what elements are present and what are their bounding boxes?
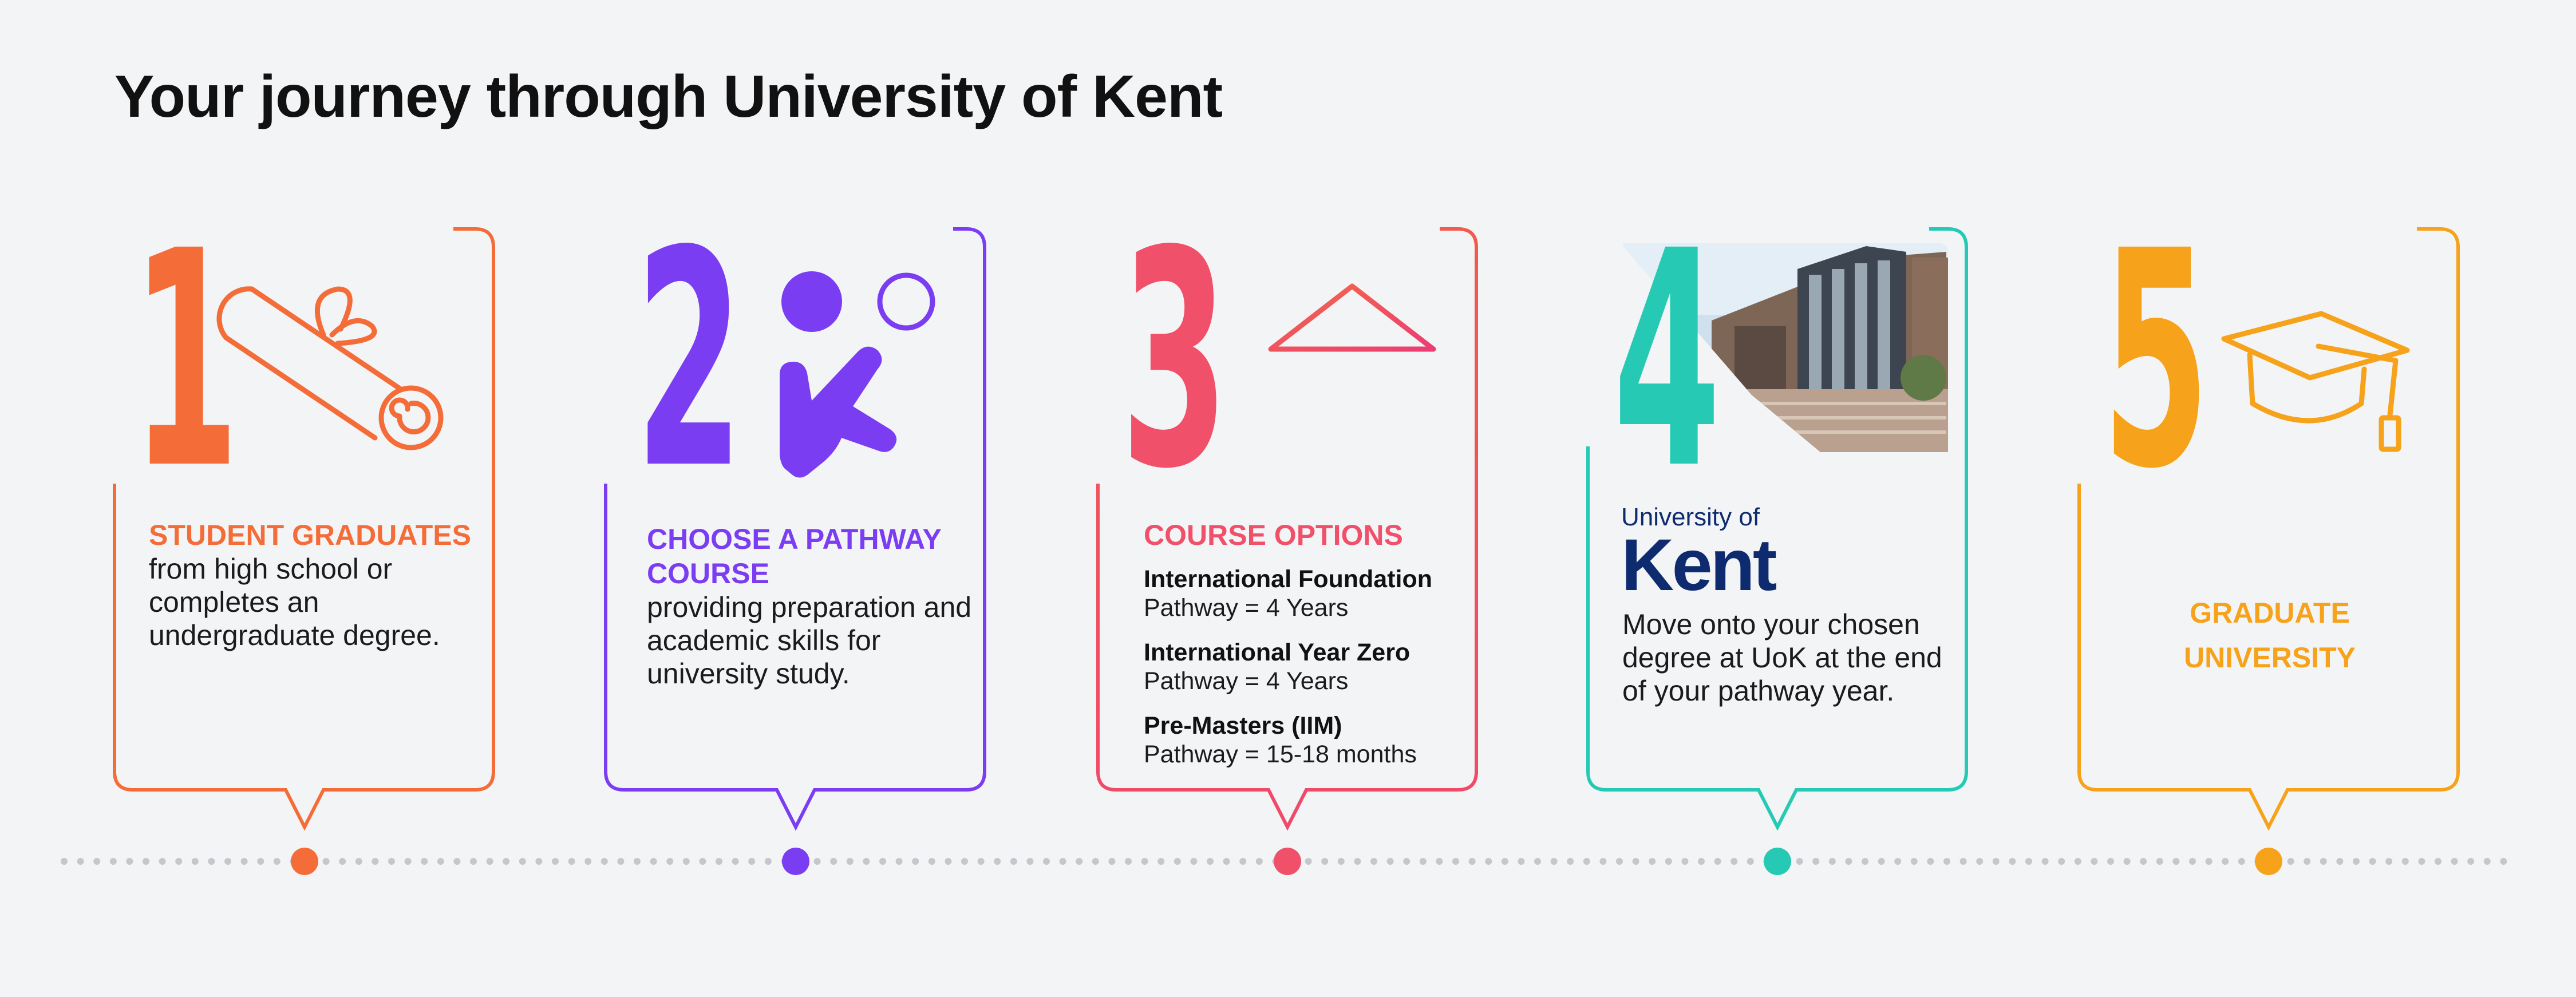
page-title: Your journey through University of Kent (114, 64, 1223, 130)
step-1-marker (291, 848, 318, 875)
step-5-number: 5 (2102, 187, 2210, 534)
course-options-list: International Foundation Pathway = 4 Yea… (1144, 565, 1470, 769)
step-2-text: CHOOSE A PATHWAY COURSE providing prepar… (647, 522, 973, 690)
step-2-number: 2 (635, 187, 743, 534)
logo-top-text: University of (1621, 503, 1760, 531)
course-option: International Year Zero Pathway = 4 Year… (1144, 638, 1470, 695)
step-3-number: 3 (1121, 187, 1228, 534)
course-option-name: International Year Zero (1144, 639, 1411, 666)
step-1-body: from high school or completes an undergr… (149, 553, 440, 651)
course-option: International Foundation Pathway = 4 Yea… (1144, 565, 1470, 622)
step-2-marker (782, 848, 809, 875)
step-2-heading: CHOOSE A PATHWAY COURSE (647, 523, 941, 590)
step-2-frame (604, 227, 986, 831)
diploma-scroll-icon (216, 286, 444, 450)
step-1-frame (113, 227, 495, 831)
step-5-frame (2077, 227, 2460, 831)
step-5-heading: GRADUATE UNIVERSITY (2183, 597, 2356, 674)
step-1-number: 1 (132, 187, 239, 534)
step-4-body: Move onto your chosen degree at UoK at t… (1622, 608, 1942, 707)
pointing-hand-icon (780, 271, 935, 478)
step-5-marker (2255, 848, 2282, 875)
university-of-kent-logo: University of Kent (1621, 503, 1777, 606)
step-3-frame (1096, 227, 1478, 831)
graduation-cap-icon (2221, 311, 2410, 452)
course-option-detail: Pathway = 4 Years (1144, 667, 1349, 695)
course-option-detail: Pathway = 4 Years (1144, 594, 1349, 622)
course-option-detail: Pathway = 15-18 months (1144, 741, 1417, 768)
step-1-heading: STUDENT GRADUATES (149, 519, 471, 551)
step-1-text: STUDENT GRADUATES from high school or co… (149, 518, 481, 652)
course-option-name: International Foundation (1144, 565, 1433, 593)
course-option-name: Pre-Masters (IIM) (1144, 712, 1342, 739)
step-5-text: GRADUATE UNIVERSITY (2107, 591, 2433, 680)
step-3-text: COURSE OPTIONS International Foundation … (1144, 518, 1470, 785)
logo-main-text: Kent (1621, 524, 1777, 606)
step-3-marker (1274, 848, 1301, 875)
university-building-icon (1265, 283, 1439, 441)
step-2-body: providing preparation and academic skill… (647, 591, 972, 690)
step-4-frame (1586, 227, 1968, 831)
step-4-number: 4 (1613, 187, 1721, 534)
step-4-marker (1764, 848, 1791, 875)
step-3-heading: COURSE OPTIONS (1144, 519, 1403, 551)
course-option: Pre-Masters (IIM) Pathway = 15-18 months (1144, 711, 1470, 769)
